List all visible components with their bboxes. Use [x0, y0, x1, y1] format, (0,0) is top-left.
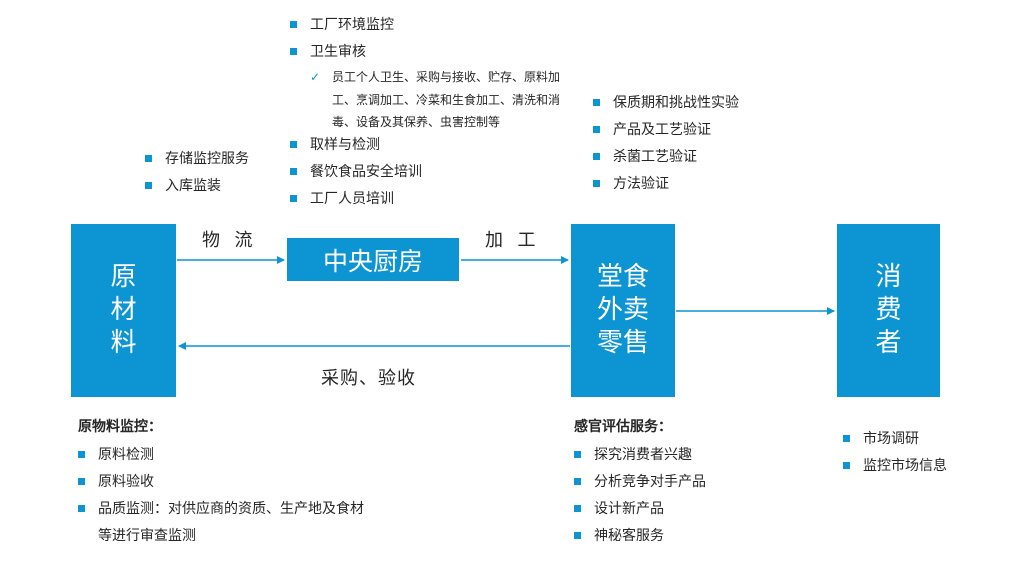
- square-bullet-icon: [78, 505, 85, 512]
- checkmark-icon: ✓: [310, 70, 321, 84]
- list-item: 市场调研: [843, 428, 947, 455]
- storage-list: 存储监控服务 入库监装: [145, 148, 249, 202]
- square-bullet-icon: [290, 195, 297, 202]
- square-bullet-icon: [593, 126, 600, 133]
- list-item: 存储监控服务: [145, 148, 249, 175]
- square-bullet-icon: [843, 435, 850, 442]
- list-item: 分析竞争对手产品: [574, 471, 706, 498]
- sensory-heading: 感官评估服务：: [574, 419, 672, 435]
- list-item: 神秘客服务: [574, 525, 706, 552]
- outlets-label: 堂食 外卖 零售: [596, 262, 649, 358]
- square-bullet-icon: [574, 451, 581, 458]
- consumer-box: 消 费 者: [837, 224, 940, 397]
- list-item: 探究消费者兴趣: [574, 444, 706, 471]
- central-kitchen-label: 中央厨房: [322, 246, 423, 276]
- raw-monitor-heading: 原物料监控：: [78, 419, 162, 435]
- square-bullet-icon: [574, 505, 581, 512]
- square-bullet-icon: [574, 478, 581, 485]
- consumer-label: 消 费 者: [875, 262, 902, 358]
- hygiene-detail: ✓ 员工个人卫生、采购与接收、贮存、原料加工、烹调加工、冷菜和生食加工、清洗和消…: [310, 66, 562, 134]
- square-bullet-icon: [593, 153, 600, 160]
- list-item: 餐饮食品安全培训: [290, 161, 422, 188]
- square-bullet-icon: [593, 99, 600, 106]
- list-item: 方法验证: [593, 173, 739, 200]
- square-bullet-icon: [78, 451, 85, 458]
- list-item: 原料验收: [78, 471, 364, 498]
- hygiene-detail-text: 员工个人卫生、采购与接收、贮存、原料加工、烹调加工、冷菜和生食加工、清洗和消毒、…: [332, 70, 561, 129]
- kitchen-audit-list: 工厂环境监控 卫生审核: [290, 14, 394, 68]
- procurement-label: 采购、验收: [321, 368, 416, 389]
- square-bullet-icon: [78, 478, 85, 485]
- list-item: 工厂环境监控: [290, 14, 394, 41]
- sensory-list: 探究消费者兴趣 分析竞争对手产品 设计新产品 神秘客服务: [574, 444, 706, 552]
- raw-material-box: 原 材 料: [71, 224, 176, 397]
- square-bullet-icon: [290, 168, 297, 175]
- square-bullet-icon: [145, 182, 152, 189]
- list-item: 原料检测: [78, 444, 364, 471]
- list-item: 保质期和挑战性实验: [593, 92, 739, 119]
- logistics-label: 物 流: [202, 230, 254, 251]
- square-bullet-icon: [574, 532, 581, 539]
- list-item: 卫生审核: [290, 41, 394, 68]
- processing-label: 加 工: [485, 230, 537, 251]
- list-item: 监控市场信息: [843, 455, 947, 482]
- central-kitchen-box: 中央厨房: [287, 238, 459, 281]
- market-list: 市场调研 监控市场信息: [843, 428, 947, 482]
- list-item: 取样与检测: [290, 134, 422, 161]
- raw-monitor-list: 原料检测 原料验收 品质监测：对供应商的资质、生产地及食材 等进行审查监测: [78, 444, 364, 552]
- list-item: 入库监装: [145, 175, 249, 202]
- outlets-box: 堂食 外卖 零售: [571, 224, 675, 397]
- kitchen-service-list: 取样与检测 餐饮食品安全培训 工厂人员培训: [290, 134, 422, 215]
- square-bullet-icon: [290, 141, 297, 148]
- list-item: 设计新产品: [574, 498, 706, 525]
- list-item: 品质监测：对供应商的资质、生产地及食材: [78, 498, 364, 525]
- validation-list: 保质期和挑战性实验 产品及工艺验证 杀菌工艺验证 方法验证: [593, 92, 739, 200]
- square-bullet-icon: [145, 155, 152, 162]
- square-bullet-icon: [843, 462, 850, 469]
- square-bullet-icon: [290, 48, 297, 55]
- square-bullet-icon: [290, 21, 297, 28]
- raw-material-label: 原 材 料: [110, 262, 137, 358]
- list-item-continuation: 等进行审查监测: [98, 528, 196, 544]
- list-item: 杀菌工艺验证: [593, 146, 739, 173]
- list-item: 工厂人员培训: [290, 188, 422, 215]
- square-bullet-icon: [593, 180, 600, 187]
- list-item: 产品及工艺验证: [593, 119, 739, 146]
